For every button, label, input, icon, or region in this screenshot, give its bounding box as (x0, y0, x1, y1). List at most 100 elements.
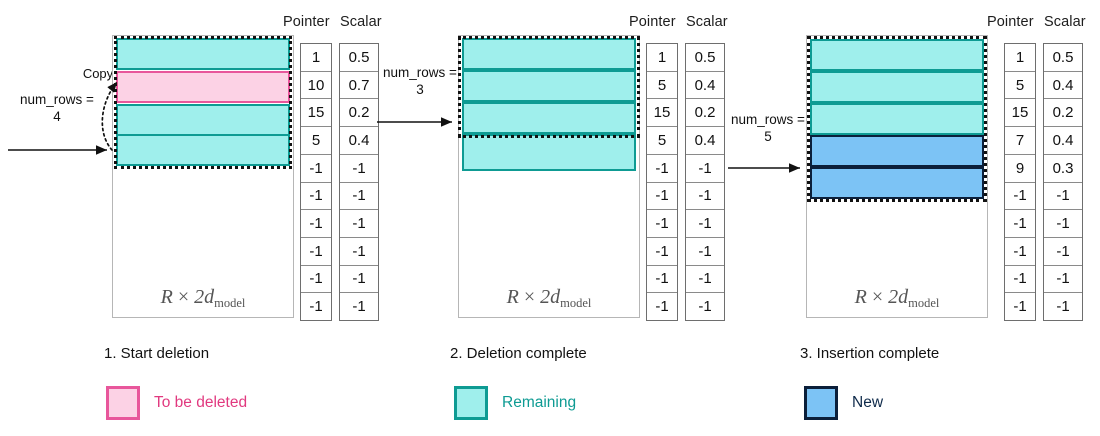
panel2-pointer-cell-9: -1 (655, 298, 669, 316)
panel3-scalar-cell-7: -1 (1044, 238, 1082, 266)
panel3-scalar-cell-8: -1 (1044, 266, 1082, 294)
panel3-pointer-cell-4: 9 (1005, 155, 1035, 183)
panel1-row-3 (116, 134, 290, 166)
panel1-scalar-cell-0: 0.5 (340, 44, 378, 72)
panel2-matrix-dim-label: R × 2dmodel (506, 286, 592, 310)
panel1-scalar-cell-4: -1 (340, 155, 378, 183)
panel2-pointer-cell-1: 5 (647, 72, 677, 100)
legend-item-new: New (804, 386, 883, 420)
panel3-pointer-cell-6: -1 (1005, 210, 1035, 238)
panel1-pointer-cell-1: 10 (301, 72, 331, 100)
panel2-pointer-cell-6: -1 (647, 210, 677, 238)
panel1-scalar-cell-7: -1 (340, 238, 378, 266)
panel1-pointer-cell-4: -1 (301, 155, 331, 183)
panel3-row-1 (810, 71, 984, 103)
panel3-pointer-cell-2: 15 (1005, 99, 1035, 128)
panel3-num-rows-value: 5 (764, 128, 772, 144)
panel3-scalar-cell-0: 0.5 (1044, 44, 1082, 72)
panel3-caption: 3. Insertion complete (800, 345, 940, 362)
legend-label-remaining: Remaining (502, 394, 577, 411)
panel3-pointer-header: Pointer (987, 14, 1034, 30)
legend-swatch-teal-icon (454, 386, 488, 420)
panel3-num-rows-annotation: num_rows = 5 (718, 112, 818, 146)
legend-swatch-pink-icon (106, 386, 140, 420)
panel1-pointer-header: Pointer (283, 14, 330, 30)
panel2-scalar-cell-3: 0.4 (686, 127, 724, 155)
panel2-pointer-cell-0: 1 (647, 44, 677, 72)
legend-label-to-be-deleted: To be deleted (154, 394, 248, 411)
panel2-caption: 2. Deletion complete (450, 345, 587, 362)
panel2-pointer-header: Pointer (629, 14, 676, 30)
panel3-num-rows-label: num_rows = (731, 112, 805, 127)
panel1-scalar-header: Scalar (340, 14, 382, 30)
panel3-row-3 (810, 135, 984, 167)
panel3-row-2 (810, 103, 984, 135)
panel1-scalar-cell-3: 0.4 (340, 127, 378, 155)
panel1-scalar-cell-9: -1 (352, 298, 366, 316)
panel1-matrix-dim-label: R × 2dmodel (160, 286, 246, 310)
panel3-pointer-cell-5: -1 (1005, 183, 1035, 211)
panel1-copy-label: Copy (82, 66, 114, 81)
panel1-scalar-cell-8: -1 (340, 266, 378, 294)
panel3-pointer-cell-7: -1 (1005, 238, 1035, 266)
panel2-pointer-cell-5: -1 (647, 183, 677, 211)
panel2-scalar-cell-4: -1 (686, 155, 724, 183)
panel1-num-rows-value: 4 (53, 108, 61, 124)
panel3-pointer-cell-1: 5 (1005, 72, 1035, 100)
panel3-row-0 (810, 39, 984, 71)
panel2-pointer-cell-2: 15 (647, 99, 677, 128)
panel2-pointer-cell-7: -1 (647, 238, 677, 266)
panel2-row-1 (462, 70, 636, 102)
panel2-pointer-cell-8: -1 (647, 266, 677, 294)
panel3-pointer-cell-9: -1 (1013, 298, 1027, 316)
panel1-pointer-cell-2: 15 (301, 99, 331, 128)
panel2-scalar-cell-9: -1 (698, 298, 712, 316)
legend-item-remaining: Remaining (454, 386, 576, 420)
panel2-scalar-cell-2: 0.2 (686, 99, 724, 128)
panel1-pointer-cell-0: 1 (301, 44, 331, 72)
panel2-scalar-cell-6: -1 (686, 210, 724, 238)
legend-label-new: New (852, 394, 884, 411)
panel3-pointer-cell-8: -1 (1005, 266, 1035, 294)
panel3-scalar-cell-5: -1 (1044, 183, 1082, 211)
panel3-row-4 (810, 167, 984, 199)
panel3-pointer-cell-0: 1 (1005, 44, 1035, 72)
legend-swatch-blue-icon (804, 386, 838, 420)
panel1-row-1 (116, 71, 290, 103)
panel3-matrix-dim-label: R × 2dmodel (854, 286, 940, 310)
panel1-scalar-cell-2: 0.2 (340, 99, 378, 128)
panel1-pointer-cell-3: 5 (301, 127, 331, 155)
panel1-row-2 (116, 104, 290, 136)
panel1-scalar-cell-6: -1 (340, 210, 378, 238)
panel1-pointer-cell-7: -1 (301, 238, 331, 266)
panel2-row-0 (462, 38, 636, 70)
panel1-scalar-cell-1: 0.7 (340, 72, 378, 100)
panel2-row-3 (462, 134, 636, 171)
panel1-num-rows-label: num_rows = (20, 92, 94, 107)
panel2-pointer-cell-4: -1 (647, 155, 677, 183)
panel2-pointer-cell-3: 5 (647, 127, 677, 155)
panel3-pointer-cell-3: 7 (1005, 127, 1035, 155)
panel2-scalar-cell-5: -1 (686, 183, 724, 211)
panel3-scalar-cell-4: 0.3 (1044, 155, 1082, 183)
panel3-scalar-cell-1: 0.4 (1044, 72, 1082, 100)
panel2-row-2 (462, 102, 636, 134)
panel3-scalar-cell-9: -1 (1056, 298, 1070, 316)
panel2-scalar-cell-1: 0.4 (686, 72, 724, 100)
panel1-pointer-cell-9: -1 (309, 298, 323, 316)
panel2-scalar-cell-8: -1 (686, 266, 724, 294)
panel2-scalar-cell-7: -1 (686, 238, 724, 266)
panel1-scalar-cell-5: -1 (340, 183, 378, 211)
panel1-pointer-cell-6: -1 (301, 210, 331, 238)
panel1-pointer-cell-8: -1 (301, 266, 331, 294)
panel2-num-rows-annotation: num_rows = 3 (370, 65, 470, 99)
panel3-scalar-cell-3: 0.4 (1044, 127, 1082, 155)
panel3-scalar-cell-6: -1 (1044, 210, 1082, 238)
panel2-scalar-cell-0: 0.5 (686, 44, 724, 72)
panel2-scalar-header: Scalar (686, 14, 728, 30)
